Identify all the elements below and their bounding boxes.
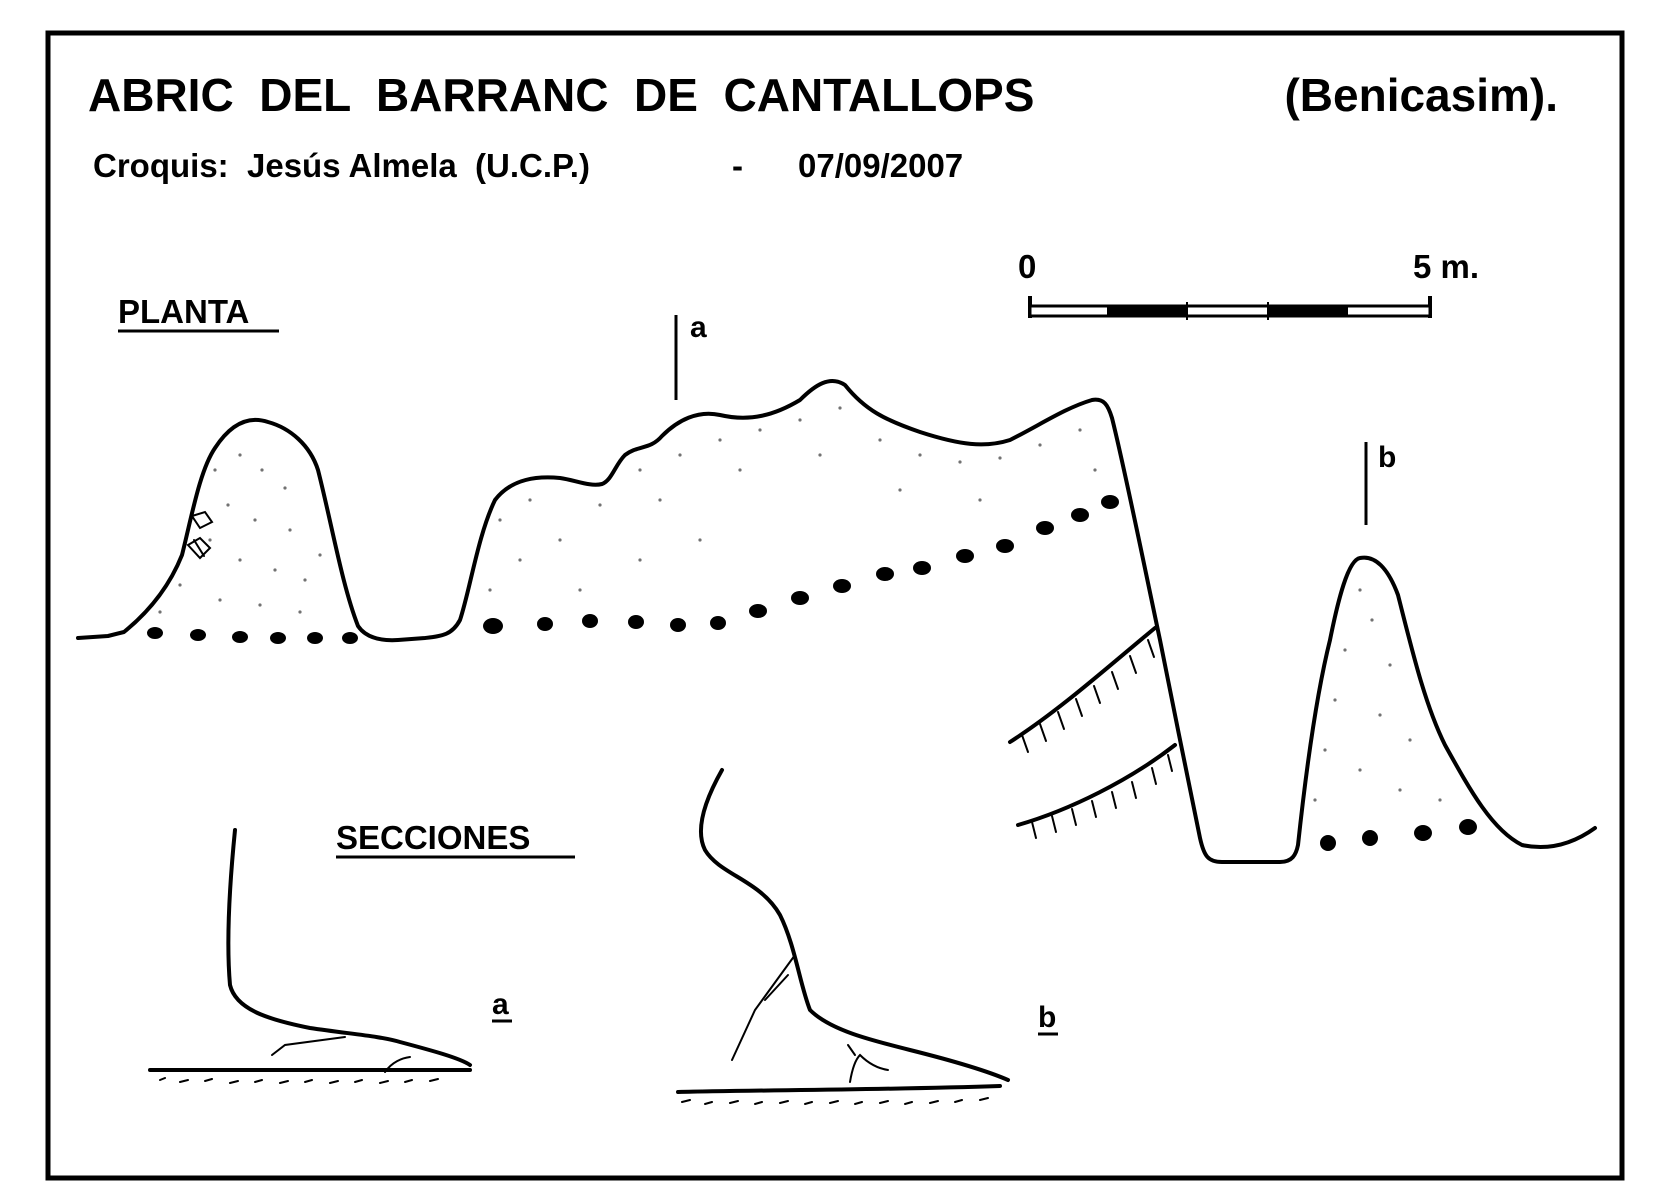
drawing-title: ABRIC DEL BARRANC DE CANTALLOPS: [88, 69, 1034, 121]
dripline-dots: [147, 495, 1477, 851]
drawing-frame: [45, 30, 1625, 1181]
rock-block-sketch: [186, 510, 214, 560]
section-a-label: a: [492, 988, 509, 1021]
sections-heading: SECCIONES: [336, 819, 530, 856]
plan-heading: PLANTA: [118, 293, 249, 330]
plan-outline: [76, 379, 1597, 864]
scale-start-label: 0: [1018, 248, 1036, 285]
scale-end-label: 5 m.: [1413, 248, 1479, 285]
section-b-label: b: [1038, 1001, 1056, 1034]
drawing-credit: Croquis: Jesús Almela (U.C.P.): [93, 147, 590, 184]
section-mark-b-label: b: [1378, 441, 1396, 474]
credit-separator: -: [732, 147, 743, 184]
floor-stipple: [158, 406, 1442, 802]
slope-hatching: [1008, 626, 1177, 839]
drawing-location: (Benicasim).: [1284, 69, 1558, 121]
scale-bar: 0 5 m.: [1018, 248, 1479, 320]
drawing-date: 07/09/2007: [798, 147, 963, 184]
section-a-profile: [148, 828, 472, 1084]
section-mark-a-label: a: [690, 311, 707, 344]
section-b-profile: [676, 768, 1010, 1105]
